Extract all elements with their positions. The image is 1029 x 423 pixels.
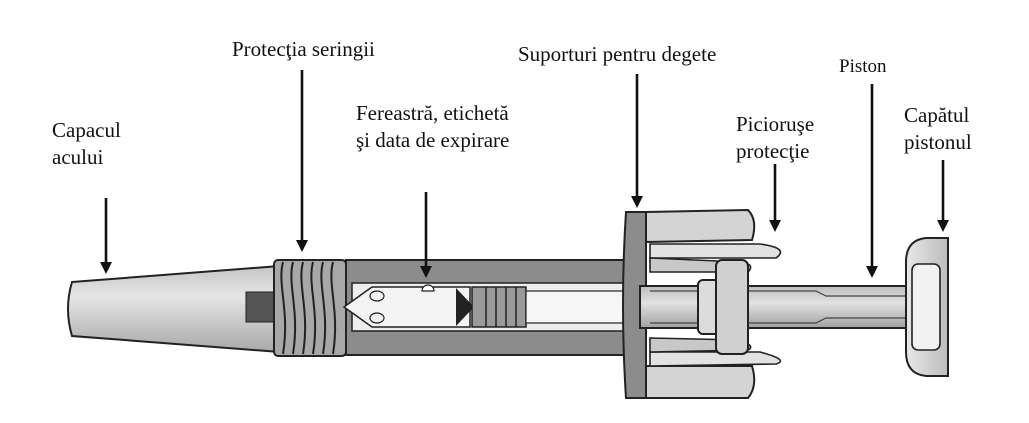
collar-threads	[280, 261, 337, 355]
plunger-head-label-line2: pistonul	[904, 130, 972, 154]
plunger-rod	[639, 285, 911, 329]
rubber-stopper	[471, 286, 527, 328]
needle-cap-label-line2: acului	[52, 145, 104, 169]
callout-arrows	[100, 70, 949, 278]
needle-cap	[67, 264, 281, 354]
guard-wings-label-line1: Picioruşe	[736, 112, 815, 136]
medicine-front	[456, 288, 474, 326]
syringe-guard-label: Protecţia seringii	[232, 37, 375, 61]
plunger-head-label: Capătul pistonul	[904, 102, 972, 156]
needle-cap-label: Capacul acului	[52, 117, 121, 171]
guard-wings-top	[645, 208, 756, 244]
plunger-ring-inner	[715, 259, 749, 355]
guard-wings-label-line2: protecţie	[736, 139, 810, 163]
window-label: Fereastră, etichetă şi data de expirare	[356, 100, 509, 154]
guard-wings-bottom	[645, 365, 756, 399]
needle-hub	[342, 286, 471, 328]
needle-cap-label-line1: Capacul	[52, 118, 121, 142]
finger-grip-flange	[622, 211, 647, 399]
plunger-label: Piston	[839, 56, 887, 77]
finger-grips-label: Suporturi pentru degete	[518, 42, 717, 66]
window-label-line2: şi data de expirare	[356, 128, 510, 152]
guard-wings-label: Picioruşe protecţie	[736, 111, 814, 165]
plunger-head-label-line1: Capătul	[904, 103, 970, 127]
window-label-line1: Fereastră, etichetă	[356, 101, 509, 125]
